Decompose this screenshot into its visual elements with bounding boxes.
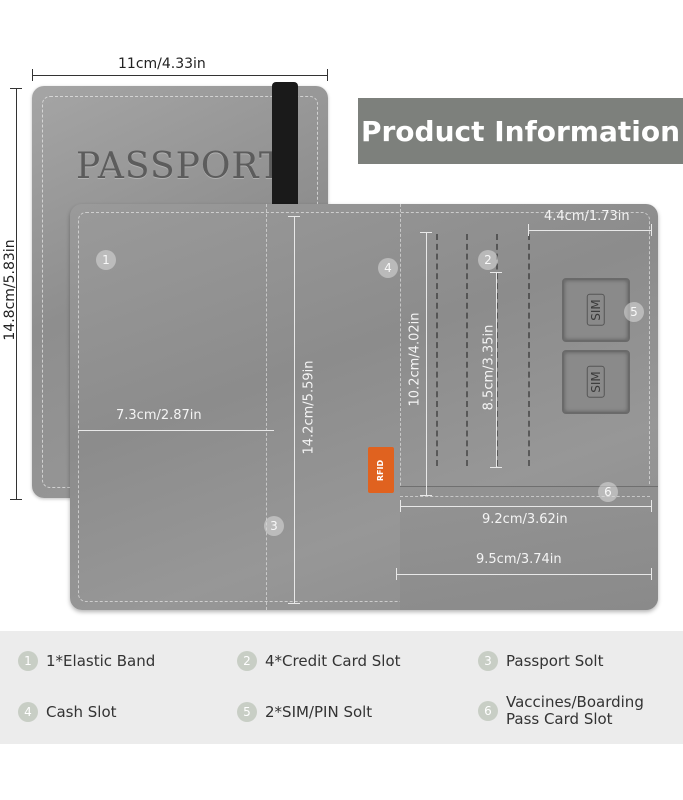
marker-1: 1	[96, 250, 116, 270]
sim-label: SIM	[586, 366, 605, 398]
rfid-label: RFID	[376, 459, 386, 481]
feature-legend: 1 1*Elastic Band 2 4*Credit Card Slot 3 …	[0, 631, 683, 744]
legend-number: 5	[237, 702, 257, 722]
dim-line-pocket-b	[396, 574, 652, 575]
dim-card-slot-width: 4.4cm/1.73in	[544, 209, 630, 224]
dim-left-panel-width: 7.3cm/2.87in	[116, 408, 202, 423]
dim-tick	[10, 499, 22, 500]
dim-line-left-panel	[78, 430, 274, 431]
dim-line-card-short	[496, 272, 497, 468]
dim-passport-slot-height: 14.2cm/5.59in	[301, 360, 317, 455]
dim-tick	[420, 495, 432, 496]
dim-line-card-width	[528, 230, 652, 231]
dim-tick	[327, 69, 328, 81]
dim-tick	[490, 467, 502, 468]
card-slot-line	[436, 234, 438, 466]
legend-text: Vaccines/Boarding Pass Card Slot	[506, 693, 644, 728]
dim-tick	[651, 500, 652, 512]
product-information-badge: Product Information	[358, 98, 683, 164]
dim-line-cover-width	[32, 75, 328, 76]
card-slot-line	[528, 234, 530, 466]
center-seam	[400, 204, 401, 610]
pocket-stitch	[400, 496, 650, 497]
legend-number: 2	[237, 651, 257, 671]
wallet-stitching	[78, 212, 650, 602]
sim-slot-bottom: SIM	[562, 350, 630, 414]
legend-number: 1	[18, 651, 38, 671]
dim-cover-width: 11cm/4.33in	[118, 56, 206, 72]
legend-number: 4	[18, 702, 38, 722]
marker-2: 2	[478, 250, 498, 270]
legend-text: 1*Elastic Band	[46, 651, 156, 670]
legend-text: Passport Solt	[506, 651, 604, 670]
elastic-band	[272, 82, 298, 212]
left-seam	[266, 204, 267, 610]
sim-slot-top: SIM	[562, 278, 630, 342]
legend-item-vaccine-boarding-slot: 6 Vaccines/Boarding Pass Card Slot	[478, 694, 676, 728]
legend-item-credit-card-slot: 2 4*Credit Card Slot	[237, 651, 401, 671]
dim-card-slot-tall: 10.2cm/4.02in	[407, 312, 423, 407]
dim-line-passport-slot	[294, 216, 295, 604]
dim-pocket-width-b: 9.5cm/3.74in	[476, 552, 562, 567]
legend-item-sim-pin-slot: 5 2*SIM/PIN Solt	[237, 702, 372, 722]
marker-4: 4	[378, 258, 398, 278]
passport-embossed-title: PASSPORT	[76, 146, 284, 187]
dim-pocket-width-a: 9.2cm/3.62in	[482, 512, 568, 527]
dim-tick	[651, 224, 652, 236]
sim-label: SIM	[586, 294, 605, 326]
legend-number: 6	[478, 701, 498, 721]
dim-card-slot-short: 8.5cm/3.35in	[481, 324, 497, 411]
dim-tick	[288, 603, 300, 604]
legend-item-elastic-band: 1 1*Elastic Band	[18, 651, 155, 671]
marker-6: 6	[598, 482, 618, 502]
legend-item-cash-slot: 4 Cash Slot	[18, 702, 117, 722]
rfid-tag: RFID	[368, 447, 394, 493]
dim-line-card-tall	[426, 232, 427, 496]
dim-cover-height: 14.8cm/5.83in	[2, 239, 18, 341]
dim-line-cover-height	[16, 88, 17, 500]
product-information-title: Product Information	[360, 114, 681, 148]
legend-text: 2*SIM/PIN Solt	[265, 702, 373, 721]
dim-tick	[651, 568, 652, 580]
legend-text: Cash Slot	[46, 702, 117, 721]
vaccine-card-pocket	[400, 486, 658, 610]
legend-item-passport-slot: 3 Passport Solt	[478, 651, 603, 671]
legend-text: 4*Credit Card Slot	[265, 651, 401, 670]
card-slot-line	[466, 234, 468, 466]
dim-line-pocket-a	[400, 506, 652, 507]
legend-number: 3	[478, 651, 498, 671]
card-slot-line	[496, 234, 498, 466]
marker-5: 5	[624, 302, 644, 322]
marker-3: 3	[264, 516, 284, 536]
open-wallet: SIM SIM	[70, 204, 658, 610]
